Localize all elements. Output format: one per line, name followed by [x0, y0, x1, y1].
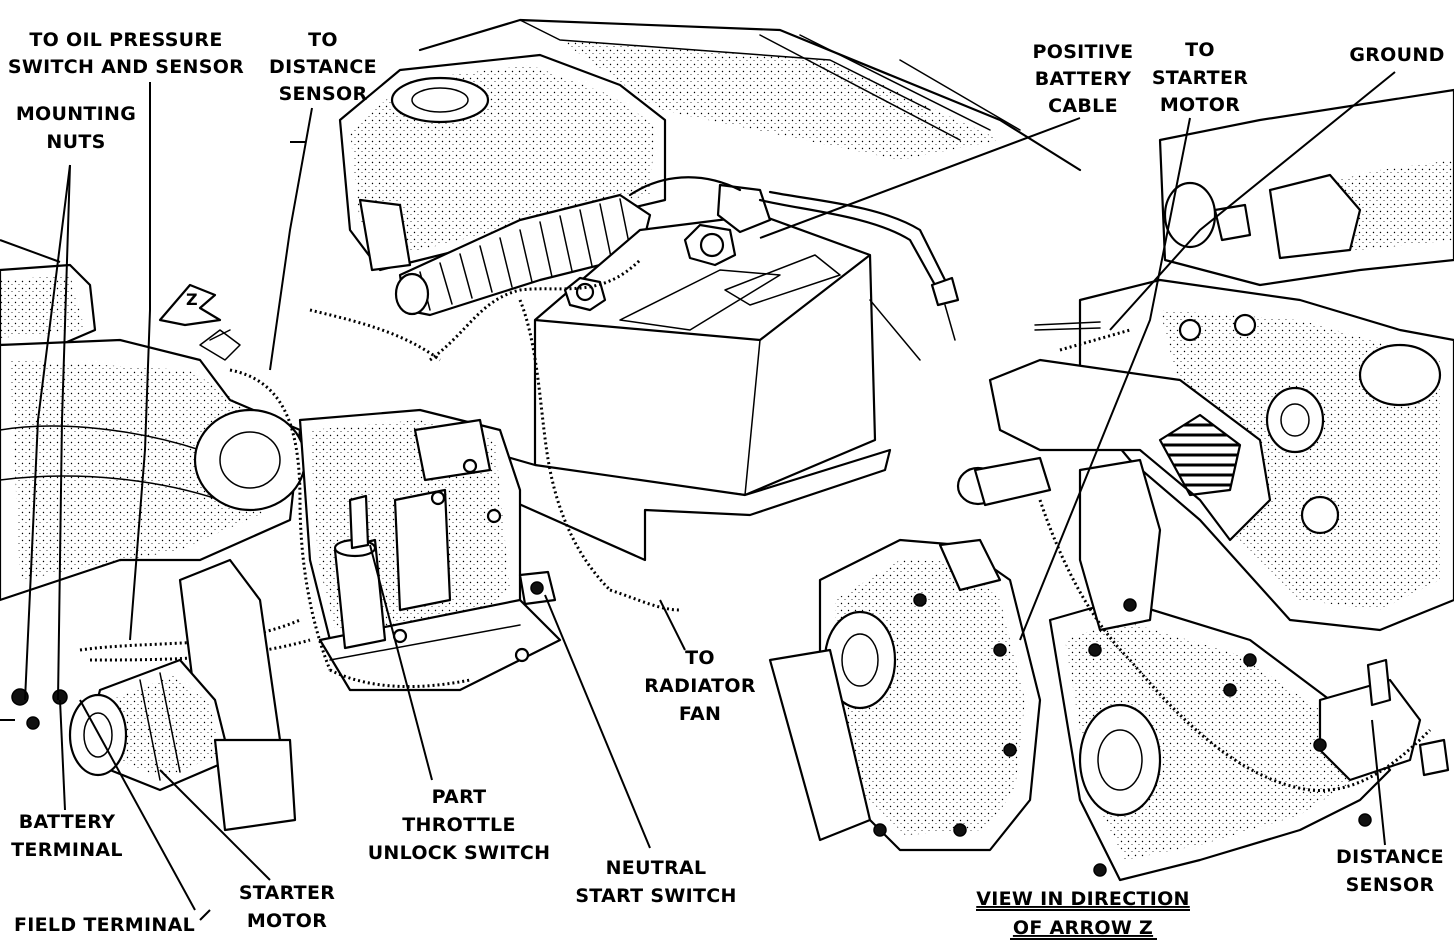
label-ground-text: GROUND [1349, 44, 1444, 66]
label-positive-line2: BATTERY [1035, 68, 1132, 90]
label-to-distance-line1: TO [308, 29, 338, 51]
leader-lines [0, 71, 1396, 921]
label-mounting-nuts-line2: NUTS [46, 131, 105, 153]
hood-outline [418, 18, 1082, 172]
label-to-starter-line3: MOTOR [1160, 94, 1240, 116]
label-radiator-line2: RADIATOR [644, 675, 756, 697]
engine-left [0, 263, 307, 602]
transaxle-center [298, 408, 562, 692]
label-battery-terminal-line1: BATTERY [19, 811, 116, 833]
label-battery-terminal: BATTERY TERMINAL [11, 811, 123, 861]
label-distance-sensor: DISTANCE SENSOR [1336, 846, 1444, 896]
label-view-direction-line1: VIEW IN DIRECTION [976, 888, 1190, 910]
label-oil-pressure-line2: SWITCH AND SENSOR [8, 56, 244, 78]
label-part-throttle: PART THROTTLE UNLOCK SWITCH [368, 786, 551, 864]
battery [498, 176, 960, 562]
label-starter-motor: STARTER MOTOR [239, 882, 335, 932]
label-part-throttle-line3: UNLOCK SWITCH [368, 842, 551, 864]
label-field-terminal-text: FIELD TERMINAL [14, 914, 195, 936]
label-part-throttle-line1: PART [432, 786, 487, 808]
label-field-terminal: FIELD TERMINAL [14, 914, 195, 936]
label-view-direction-line2: OF ARROW Z [1013, 917, 1153, 939]
label-positive-line3: CABLE [1048, 95, 1118, 117]
label-radiator-line3: FAN [679, 703, 721, 725]
label-starter-motor-line2: MOTOR [247, 910, 327, 932]
label-to-radiator-fan: TO RADIATOR FAN [644, 647, 756, 725]
label-oil-pressure: TO OIL PRESSURE SWITCH AND SENSOR [8, 29, 244, 78]
starter-motor [11, 558, 297, 832]
label-view-direction: VIEW IN DIRECTION OF ARROW Z [976, 888, 1190, 940]
label-radiator-line1: TO [685, 647, 715, 669]
label-starter-motor-line1: STARTER [239, 882, 335, 904]
label-to-distance-line3: SENSOR [279, 83, 368, 105]
label-to-distance-sensor: TO DISTANCE SENSOR [269, 29, 377, 105]
label-distance-sensor-line1: DISTANCE [1336, 846, 1444, 868]
label-distance-sensor-line2: SENSOR [1346, 874, 1435, 896]
arrow-z-marker: Z [158, 283, 222, 327]
label-neutral-line2: START SWITCH [575, 885, 736, 907]
label-to-distance-line2: DISTANCE [269, 56, 377, 78]
label-neutral-start: NEUTRAL START SWITCH [575, 857, 736, 907]
label-to-starter-line1: TO [1185, 39, 1215, 61]
label-oil-pressure-line1: TO OIL PRESSURE [29, 29, 222, 51]
label-battery-terminal-line2: TERMINAL [11, 839, 123, 861]
engine-right-view [768, 88, 1454, 882]
label-mounting-nuts: MOUNTING NUTS [16, 103, 136, 153]
label-positive-line1: POSITIVE [1033, 41, 1134, 63]
label-part-throttle-line2: THROTTLE [402, 814, 516, 836]
label-mounting-nuts-line1: MOUNTING [16, 103, 136, 125]
label-positive-battery-cable: POSITIVE BATTERY CABLE [1033, 41, 1134, 117]
label-to-starter-motor: TO STARTER MOTOR [1152, 39, 1248, 116]
arrow-z-letter: Z [186, 290, 198, 309]
label-neutral-line1: NEUTRAL [606, 857, 707, 879]
label-to-starter-line2: STARTER [1152, 67, 1248, 89]
label-ground: GROUND [1349, 44, 1444, 66]
